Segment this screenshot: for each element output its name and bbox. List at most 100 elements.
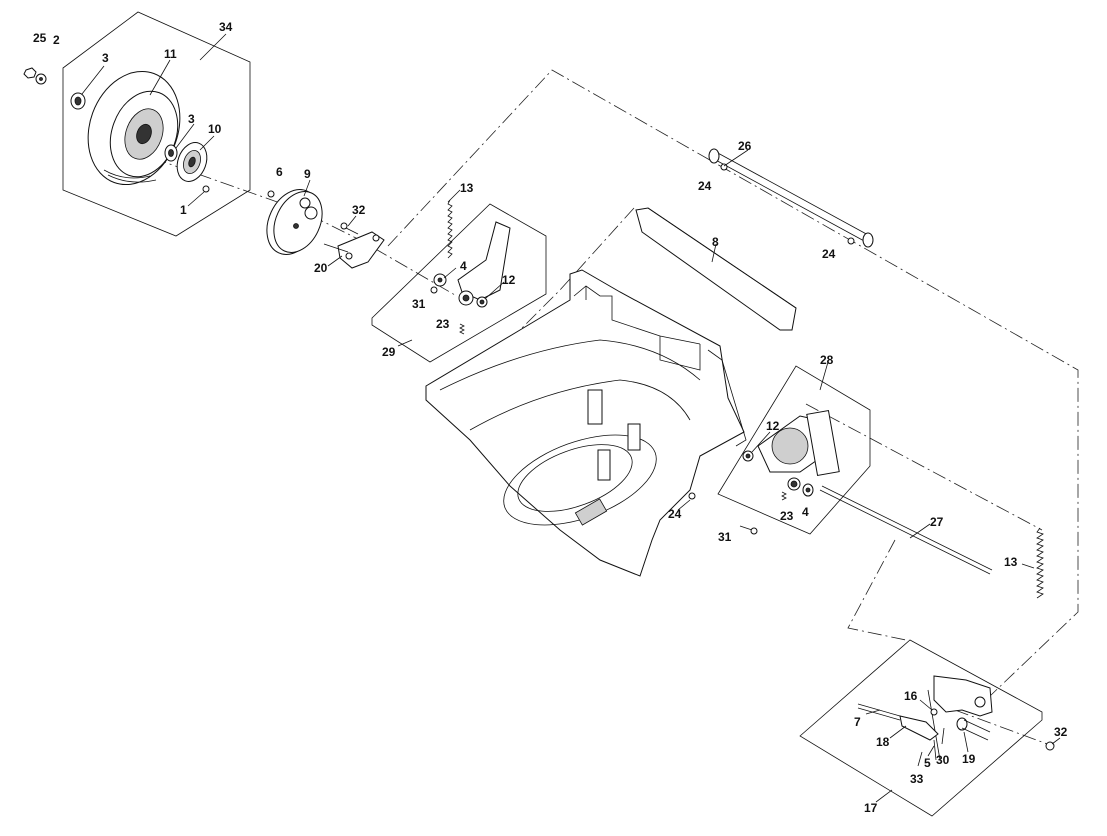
assembly-line-mid (519, 207, 635, 331)
callout-11: 11 (164, 47, 177, 61)
callout-3a: 3 (102, 51, 109, 65)
callout-20: 20 (314, 261, 328, 275)
height-lever-17 (927, 675, 993, 761)
leader-29 (397, 339, 413, 347)
callout-13a: 13 (460, 181, 474, 195)
callout-9: 9 (304, 167, 311, 181)
leader-28 (819, 361, 829, 391)
screw-32-top (340, 222, 359, 235)
leader-8 (711, 243, 717, 263)
washer-4-top (433, 273, 447, 287)
callout-24b: 24 (822, 247, 836, 261)
drive-gear-10 (176, 142, 208, 182)
callout-30: 30 (936, 753, 950, 767)
spring-23-top (459, 323, 465, 335)
leader-13b (1021, 563, 1035, 569)
callout-24c: 24 (668, 507, 682, 521)
mower-deck (425, 269, 747, 577)
leader-5 (927, 745, 935, 757)
callout-31a: 31 (412, 297, 426, 311)
callout-32b: 32 (1054, 725, 1068, 739)
leader-13a (447, 189, 461, 203)
leader-11 (149, 59, 171, 96)
callout-34: 34 (219, 20, 233, 34)
bolt-31-right (739, 525, 758, 535)
callout-10: 10 (208, 122, 222, 136)
screw-1 (202, 185, 210, 193)
callout-25: 25 (33, 31, 47, 45)
spring-23-right (781, 491, 787, 501)
callout-27: 27 (930, 515, 944, 529)
pin-5 (933, 739, 937, 761)
leader-33 (917, 751, 923, 767)
spring-13-right (1036, 527, 1044, 599)
axle-rod-26 (708, 148, 874, 248)
spring-13-top (447, 199, 453, 259)
assembly-line-side (805, 403, 1043, 531)
leader-12a (485, 281, 505, 299)
callout-17: 17 (864, 801, 878, 815)
screw-6 (267, 190, 275, 198)
leader-18 (889, 725, 907, 739)
callout-7: 7 (854, 715, 861, 729)
connecting-rod-27 (819, 485, 993, 575)
washer-4-right (802, 483, 814, 497)
leader-4a (443, 267, 457, 279)
callout-2: 2 (53, 33, 60, 47)
leader-10 (199, 135, 215, 151)
leader-20 (327, 255, 343, 267)
leader-9 (303, 179, 311, 197)
callout-26: 26 (738, 139, 752, 153)
callout-4a: 4 (460, 259, 467, 273)
leader-17 (875, 789, 893, 803)
callout-3b: 3 (188, 112, 195, 126)
bearing-right (164, 144, 178, 162)
leader-12b (751, 431, 771, 453)
callout-33: 33 (910, 772, 924, 786)
rear-wheel (87, 70, 181, 186)
callout-24a: 24 (698, 179, 712, 193)
leader-3a (81, 65, 105, 95)
rear-flap-8 (635, 207, 797, 331)
washer-2 (35, 73, 47, 85)
group-29-box (371, 203, 547, 363)
leader-32b (1051, 737, 1061, 745)
callout-8: 8 (712, 235, 719, 249)
callout-23a: 23 (436, 317, 450, 331)
callout-13b: 13 (1004, 555, 1018, 569)
leader-24c (677, 499, 691, 511)
shaft-19 (956, 717, 991, 741)
leader-32a (347, 215, 357, 227)
nut-25 (23, 67, 37, 79)
callout-31b: 31 (718, 530, 732, 544)
leader-26 (723, 149, 749, 167)
bracket-20 (323, 231, 385, 269)
group-34-box (62, 11, 251, 237)
screw-31-top (430, 286, 438, 294)
nut-12-top (476, 296, 488, 308)
callout-12b: 12 (766, 419, 780, 433)
leader-3b (175, 123, 195, 149)
callout-6: 6 (276, 165, 283, 179)
callout-29: 29 (382, 345, 396, 359)
bearing-left (70, 92, 86, 110)
wheel-cover-9 (266, 189, 323, 255)
assembly-line-top (387, 69, 1079, 697)
group-17-box (799, 639, 1043, 817)
callout-4b: 4 (802, 505, 809, 519)
leader-30 (941, 727, 945, 745)
latch-18 (899, 715, 939, 741)
height-lever-29 (457, 221, 511, 306)
leader-34 (199, 33, 227, 61)
callout-12a: 12 (502, 273, 516, 287)
leader-1 (187, 191, 205, 207)
callout-28: 28 (820, 353, 834, 367)
leader-19 (963, 731, 969, 753)
nut-12-right (742, 450, 754, 462)
screw-16 (930, 708, 938, 716)
bushing-right (787, 477, 801, 491)
callout-16: 16 (904, 689, 918, 703)
callout-23b: 23 (780, 509, 794, 523)
